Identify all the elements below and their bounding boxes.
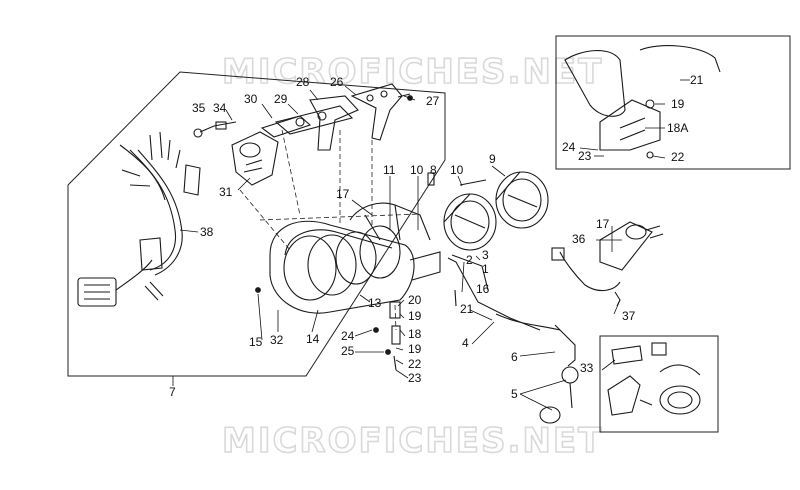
label-9: 9 bbox=[489, 152, 496, 166]
label-19a: 19 bbox=[408, 309, 422, 323]
label-18A: 18A bbox=[667, 121, 688, 135]
label-12: 17 bbox=[336, 187, 350, 201]
label-29: 29 bbox=[274, 92, 288, 106]
label-16: 16 bbox=[476, 282, 490, 296]
label-13: 13 bbox=[368, 296, 382, 310]
alignment-lines bbox=[239, 129, 421, 331]
label-35: 35 bbox=[192, 101, 206, 115]
label-8: 8 bbox=[430, 163, 437, 177]
label-25: 25 bbox=[341, 344, 355, 358]
inset-switch-drawing bbox=[607, 342, 701, 416]
label-3: 3 bbox=[482, 248, 489, 262]
label-24: 24 bbox=[341, 329, 355, 343]
label-14: 14 bbox=[306, 332, 320, 346]
label-20: 20 bbox=[408, 293, 422, 307]
inset-box-switch bbox=[599, 335, 719, 433]
label-21a: 21 bbox=[460, 302, 474, 316]
label-4: 4 bbox=[462, 336, 469, 350]
label-23b: 23 bbox=[578, 149, 592, 163]
label-22: 22 bbox=[408, 357, 422, 371]
leader-lines bbox=[172, 79, 690, 411]
label-6: 6 bbox=[511, 350, 518, 364]
label-30: 30 bbox=[244, 92, 258, 106]
instrument-housing bbox=[269, 202, 441, 314]
wiring-harness bbox=[77, 131, 201, 307]
ignition-switch bbox=[231, 131, 279, 186]
label-2: 2 bbox=[466, 253, 473, 267]
label-5: 5 bbox=[511, 387, 518, 401]
inset-bracket-drawing bbox=[564, 45, 721, 159]
watermark-bottom: MICROFICHES.NET bbox=[222, 421, 603, 461]
label-32: 32 bbox=[270, 333, 284, 347]
watermark-top: MICROFICHES.NET bbox=[222, 52, 603, 92]
connector-parts bbox=[193, 121, 237, 138]
label-19b: 19 bbox=[408, 342, 422, 356]
label-17: 17 bbox=[596, 217, 610, 231]
label-7: 7 bbox=[169, 385, 176, 399]
mounting-brackets bbox=[260, 83, 411, 151]
label-15: 15 bbox=[249, 335, 263, 349]
label-26: 26 bbox=[330, 75, 344, 89]
label-10a: 10 bbox=[410, 163, 424, 177]
label-21b: 21 bbox=[690, 73, 704, 87]
label-36: 36 bbox=[572, 232, 586, 246]
key-set bbox=[551, 221, 664, 307]
label-22b: 22 bbox=[671, 150, 685, 164]
label-33: 33 bbox=[580, 361, 594, 375]
label-27: 27 bbox=[426, 94, 440, 108]
label-31: 31 bbox=[219, 185, 233, 199]
label-34: 34 bbox=[213, 101, 227, 115]
label-1: 1 bbox=[482, 262, 489, 276]
fasteners bbox=[255, 95, 457, 371]
speedo-cable bbox=[495, 313, 579, 424]
label-23: 23 bbox=[408, 371, 422, 385]
label-37: 37 bbox=[622, 309, 636, 323]
label-19c: 19 bbox=[671, 97, 685, 111]
group-frame bbox=[67, 71, 446, 377]
inset-box-bracket bbox=[555, 35, 791, 170]
part-labels: 35 34 30 29 28 26 27 31 38 17 11 10 8 10… bbox=[169, 73, 704, 401]
label-24b: 24 bbox=[562, 140, 576, 154]
label-38: 38 bbox=[200, 225, 214, 239]
label-18: 18 bbox=[408, 327, 422, 341]
label-10b: 10 bbox=[450, 163, 464, 177]
label-28: 28 bbox=[296, 75, 310, 89]
label-11: 11 bbox=[383, 163, 396, 177]
